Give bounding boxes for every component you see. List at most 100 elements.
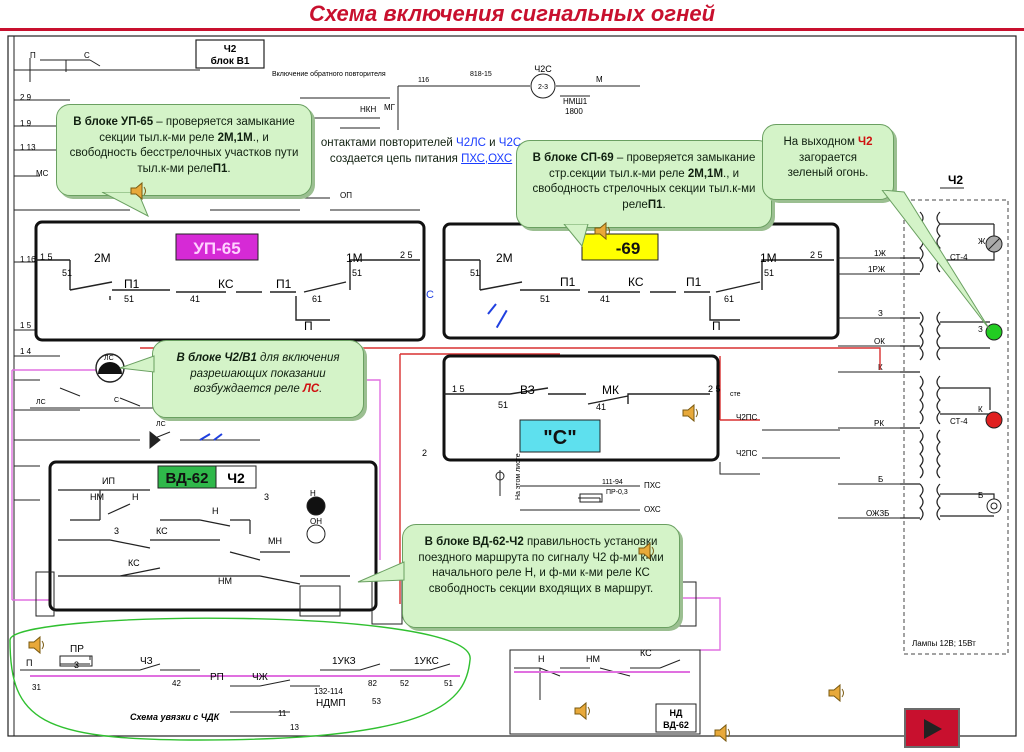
nd-vd62-label: ВД-62	[663, 720, 689, 730]
callout-sp69-pointer	[563, 224, 589, 248]
wire-2: 2	[422, 448, 427, 458]
vd62-mn-label: МН	[268, 536, 282, 546]
lamp-red-label: К	[978, 405, 983, 414]
wire-label-nkn: НКН	[360, 105, 376, 114]
chdk-132-label: 132-114	[314, 687, 343, 696]
s-relay-mk: МК	[602, 383, 619, 397]
speaker-icon[interactable]	[128, 180, 150, 202]
up65-relay-p1a: П1	[124, 277, 140, 291]
svg-text:1 9: 1 9	[20, 119, 32, 128]
wire-rk: РК	[874, 419, 884, 428]
ch2s-relay-label: Ч2С	[534, 64, 552, 74]
nd-ks-label: КС	[640, 648, 652, 658]
wire-ozhb: ОЖЗБ	[866, 509, 889, 518]
ch2-block-box	[195, 39, 265, 69]
speaker-icon[interactable]	[592, 220, 614, 242]
speaker-icon[interactable]	[26, 634, 48, 656]
next-slide-button[interactable]	[904, 708, 960, 748]
up65-pin-51a: 51	[62, 268, 72, 278]
sp69-pin-25: 2 5	[810, 250, 823, 260]
ch2-block-bottom-label: блок В1	[211, 55, 250, 67]
s-label-box	[519, 419, 601, 453]
sp69-pin-41: 41	[600, 294, 610, 304]
chdk-82-label: 82	[368, 679, 377, 688]
wire-z: З	[878, 309, 883, 318]
title-bar	[0, 0, 1024, 31]
ch2ps-contact-b: Ч2ПС	[736, 449, 758, 458]
nd-box	[655, 703, 697, 733]
up65-relay-ks: КС	[218, 277, 234, 291]
contact-ls-label: ЛС	[36, 399, 46, 406]
speaker-icon[interactable]	[712, 722, 734, 744]
callout-ch2v1-pointer	[119, 355, 155, 373]
lamp-white-label: Б	[978, 491, 983, 500]
vd62-block	[48, 460, 378, 612]
up65-relay-1m: 1М	[346, 251, 363, 265]
diode-ls-label: ЛС	[156, 421, 166, 428]
ch2-block-top-label: Ч2	[224, 44, 237, 55]
sp69-pin-61: 61	[724, 294, 734, 304]
wire-label-p: П	[30, 51, 36, 60]
svg-text:С: С	[426, 289, 434, 301]
vd62-ks-label: КС	[156, 526, 168, 536]
sp69-relay-ks: КС	[628, 275, 644, 289]
vd62-on-label: ОН	[310, 517, 322, 526]
page-title: Схема включения сигнальных огней	[308, 1, 716, 26]
chdk-scheme-label: Схема увязки с ЧДК	[130, 712, 221, 722]
chdk-51-label: 51	[444, 679, 453, 688]
vd62-ks2-label: КС	[128, 558, 140, 568]
svg-text:1 16: 1 16	[20, 255, 36, 264]
chdk-ndmp-label: НДМП	[316, 698, 346, 709]
sp69-relay-p1a: П1	[560, 275, 576, 289]
vd62-ip-label: ИП	[102, 476, 115, 486]
circuit-diagram: Ч2 блок В1 Включение обратного повторите…	[7, 35, 1017, 741]
speaker-icon[interactable]	[636, 540, 658, 562]
wire-label-s: С	[84, 51, 90, 60]
nd-label: НД	[670, 708, 683, 718]
chdk-31-label: 31	[32, 683, 41, 692]
nmsh-ohm: 1800	[565, 107, 583, 116]
chdk-53-label: 53	[372, 697, 381, 706]
chdk-3-label: 3	[74, 660, 79, 670]
chdk-chzh-label: ЧЖ	[252, 672, 269, 683]
vd62-ch2-box	[215, 465, 257, 489]
up65-relay-p1b: П1	[276, 277, 292, 291]
lamp-yellow-label: Ж	[978, 237, 986, 246]
signal-frame	[903, 199, 1009, 655]
s-pin-15: 1 5	[452, 384, 465, 394]
chdk-52-label: 52	[400, 679, 409, 688]
vd62-3-label: 3	[264, 492, 269, 502]
speaker-icon[interactable]	[680, 402, 702, 424]
contact-s-label: С	[114, 397, 119, 404]
lamps-label: Лампы 12В; 15Вт	[912, 639, 976, 648]
callout-repeaters: онтактами повторителей Ч2ЛС и Ч2С создае…	[316, 130, 526, 192]
wire-111: 111-94	[602, 479, 623, 486]
ch2ps-contact-a: Ч2ПС	[736, 413, 758, 422]
nd-n-label: Н	[538, 654, 545, 664]
chdk-pr-label: ПР	[70, 644, 84, 655]
wire-pkhs: ПХС	[644, 481, 661, 490]
wire-m: М	[596, 75, 603, 84]
callout-vd62-pointer	[357, 561, 405, 583]
speaker-icon[interactable]	[572, 700, 594, 722]
wire-b: Б	[878, 475, 883, 484]
vd62-relay-on	[306, 524, 326, 544]
vd62-relay-n	[306, 496, 326, 516]
lamp-green	[985, 323, 1003, 341]
speaker-icon[interactable]	[826, 682, 848, 704]
nd-nm-label: НМ	[586, 654, 600, 664]
on-this-sheet-label: На этом листе	[515, 453, 522, 500]
s-pin-41: 41	[596, 402, 606, 412]
sp69-pin-51a: 51	[470, 268, 480, 278]
vd62-3b-label: 3	[114, 526, 119, 536]
callout-up65: В блоке УП-65 – проверяется замыкание се…	[56, 104, 312, 196]
vd62-nm2-label: НМ	[218, 576, 232, 586]
chdk-42-label: 42	[172, 679, 181, 688]
sp69-pin-51b: 51	[540, 294, 550, 304]
chdk-1ukz-label: 1УКЗ	[332, 656, 356, 667]
chdk-13-label: 13	[290, 723, 299, 732]
s-block	[442, 354, 720, 462]
sp69-relay-p1b: П1	[686, 275, 702, 289]
chdk-ch3-label: ЧЗ	[140, 656, 153, 667]
wire-1zh: 1Ж	[874, 249, 886, 258]
